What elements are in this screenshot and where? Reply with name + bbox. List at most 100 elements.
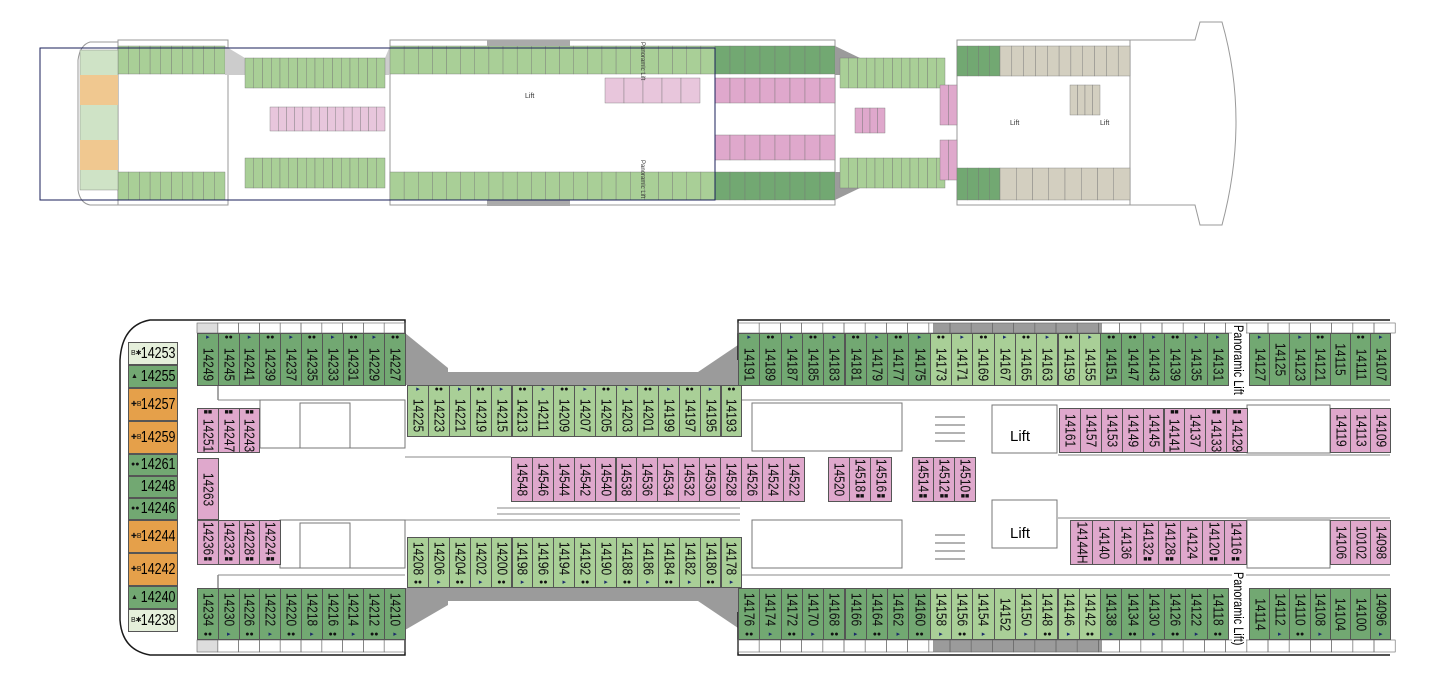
cabin-14246[interactable]: ●●14246 [128,498,178,520]
cabin-14106[interactable]: 14106 [1330,520,1351,565]
cabin-14241[interactable]: 14241▸ [238,333,261,386]
cabin-14147[interactable]: 14147●● [1121,333,1144,386]
cabin-14219[interactable]: 14219●● [469,385,492,437]
cabin-14109[interactable]: 14109 [1370,408,1391,453]
cabin-14534[interactable]: 14534 [657,457,680,502]
cabin-14163[interactable]: 14163▸ [1036,333,1059,386]
cabin-14126[interactable]: 14126●● [1164,588,1187,640]
cabin-14542[interactable]: 14542 [573,457,596,502]
cabin-14149[interactable]: 14149 [1121,408,1144,453]
cabin-14512[interactable]: 14512■■ [933,457,955,502]
cabin-14518[interactable]: 14518■■ [849,457,871,502]
cabin-14179[interactable]: 14179▸ [865,333,889,386]
cabin-14190[interactable]: 14190▸ [595,537,617,588]
cabin-14176[interactable]: 14176●● [738,588,761,640]
cabin-14201[interactable]: 14201●● [636,385,659,437]
cabin-14181[interactable]: 14181●● [844,333,867,386]
cabin-14193[interactable]: 14193●● [720,385,743,437]
cabin-14237[interactable]: 14237▸ [280,333,302,386]
cabin-14546[interactable]: 14546 [531,457,554,502]
cabin-14544[interactable]: 14544 [552,457,575,502]
cabin-14171[interactable]: 14171▸ [951,333,974,386]
cabin-14167[interactable]: 14167▸ [993,333,1016,386]
cabin-14238[interactable]: B✱14238 [128,609,178,632]
cabin-14222[interactable]: 14222▸ [259,588,282,640]
cabin-14200[interactable]: 14200●● [490,537,513,588]
cabin-14182[interactable]: 14182▸ [678,537,701,588]
cabin-14536[interactable]: 14536 [636,457,659,502]
cabin-14183[interactable]: 14183▸ [823,333,846,386]
cabin-14124[interactable]: 14124 [1180,520,1203,565]
cabin-14261[interactable]: ●●14261 [128,454,178,476]
cabin-14195[interactable]: 14195▸ [699,385,722,437]
cabin-14110[interactable]: 14110●● [1289,588,1311,640]
cabin-14240[interactable]: ▲14240 [128,586,178,609]
cabin-14153[interactable]: 14153 [1100,408,1123,453]
cabin-14120[interactable]: 14120■■ [1202,520,1225,565]
cabin-14100[interactable]: 14100 [1350,588,1372,640]
cabin-14186[interactable]: 14186▸ [636,537,659,588]
cabin-14251[interactable]: 14251■■ [197,408,219,453]
cabin-14166[interactable]: 14166▸ [844,588,867,640]
cabin-14121[interactable]: 14121●● [1309,333,1331,386]
cabin-14215[interactable]: 14215▸ [490,385,513,437]
cabin-14143[interactable]: 14143▸ [1142,333,1165,386]
cabin-14226[interactable]: 14226●● [238,588,261,640]
cabin-14098[interactable]: 14098 [1370,520,1391,565]
cabin-14514[interactable]: 14514■■ [912,457,934,502]
cabin-14223[interactable]: 14223●● [427,385,450,437]
cabin-14136[interactable]: 14136 [1114,520,1137,565]
cabin-14123[interactable]: 14123▸ [1289,333,1311,386]
cabin-14156[interactable]: 14156●● [951,588,974,640]
cabin-14159[interactable]: 14159●● [1057,333,1080,386]
cabin-14227[interactable]: 14227●● [384,333,406,386]
cabin-14116[interactable]: 14116■■ [1224,520,1247,565]
cabin-14206[interactable]: 14206▸ [427,537,450,588]
cabin-14173[interactable]: 14173●● [929,333,952,386]
cabin-14158[interactable]: 14158▸ [929,588,952,640]
cabin-14131[interactable]: 14131▸ [1206,333,1229,386]
cabin-14138[interactable]: 14138▸ [1100,588,1123,640]
cabin-14522[interactable]: 14522 [782,457,805,502]
cabin-14155[interactable]: 14155▸ [1078,333,1102,386]
cabin-14516[interactable]: 14516■■ [870,457,892,502]
cabin-14175[interactable]: 14175▸ [908,333,931,386]
cabin-14162[interactable]: 14162▸ [887,588,910,640]
cabin-14096[interactable]: 14096▸ [1370,588,1392,640]
cabin-14247[interactable]: 14247■■ [217,408,240,453]
cabin-14185[interactable]: 14185●● [801,333,825,386]
cabin-14129[interactable]: 14129■■ [1226,408,1249,453]
cabin-14139[interactable]: 14139●● [1164,333,1187,386]
cabin-14125[interactable]: 14125 [1269,333,1291,386]
cabin-14526[interactable]: 14526 [740,457,763,502]
cabin-14213[interactable]: 14213●● [511,385,534,437]
cabin-14169[interactable]: 14169●● [972,333,995,386]
cabin-14177[interactable]: 14177●● [887,333,910,386]
cabin-14211[interactable]: 14211▸ [532,385,555,437]
cabin-14538[interactable]: 14538 [615,457,638,502]
cabin-14205[interactable]: 14205●● [595,385,617,437]
cabin-10102[interactable]: 10102 [1350,520,1371,565]
cabin-14170[interactable]: 14170▸ [801,588,825,640]
cabin-14180[interactable]: 14180●● [699,537,722,588]
cabin-14191[interactable]: 14191▸ [738,333,761,386]
cabin-14112[interactable]: 14112▸ [1269,588,1291,640]
cabin-14111[interactable]: 14111●● [1350,333,1372,386]
cabin-14161[interactable]: 14161 [1059,408,1081,453]
cabin-14530[interactable]: 14530 [699,457,721,502]
cabin-14168[interactable]: 14168●● [823,588,846,640]
cabin-14548[interactable]: 14548 [511,457,533,502]
cabin-14520[interactable]: 14520 [828,457,850,502]
cabin-14224[interactable]: 14224■■ [259,520,282,565]
cabin-14229[interactable]: 14229▸ [363,333,386,386]
cabin-14114[interactable]: 14114 [1249,588,1271,640]
cabin-14248[interactable]: 14248 [128,476,178,498]
cabin-14115[interactable]: 14115 [1329,333,1351,386]
cabin-14146[interactable]: 14146▸ [1057,588,1080,640]
cabin-14135[interactable]: 14135▸ [1185,333,1208,386]
cabin-14141[interactable]: 14141■■ [1163,408,1186,453]
cabin-14202[interactable]: 14202▸ [469,537,492,588]
